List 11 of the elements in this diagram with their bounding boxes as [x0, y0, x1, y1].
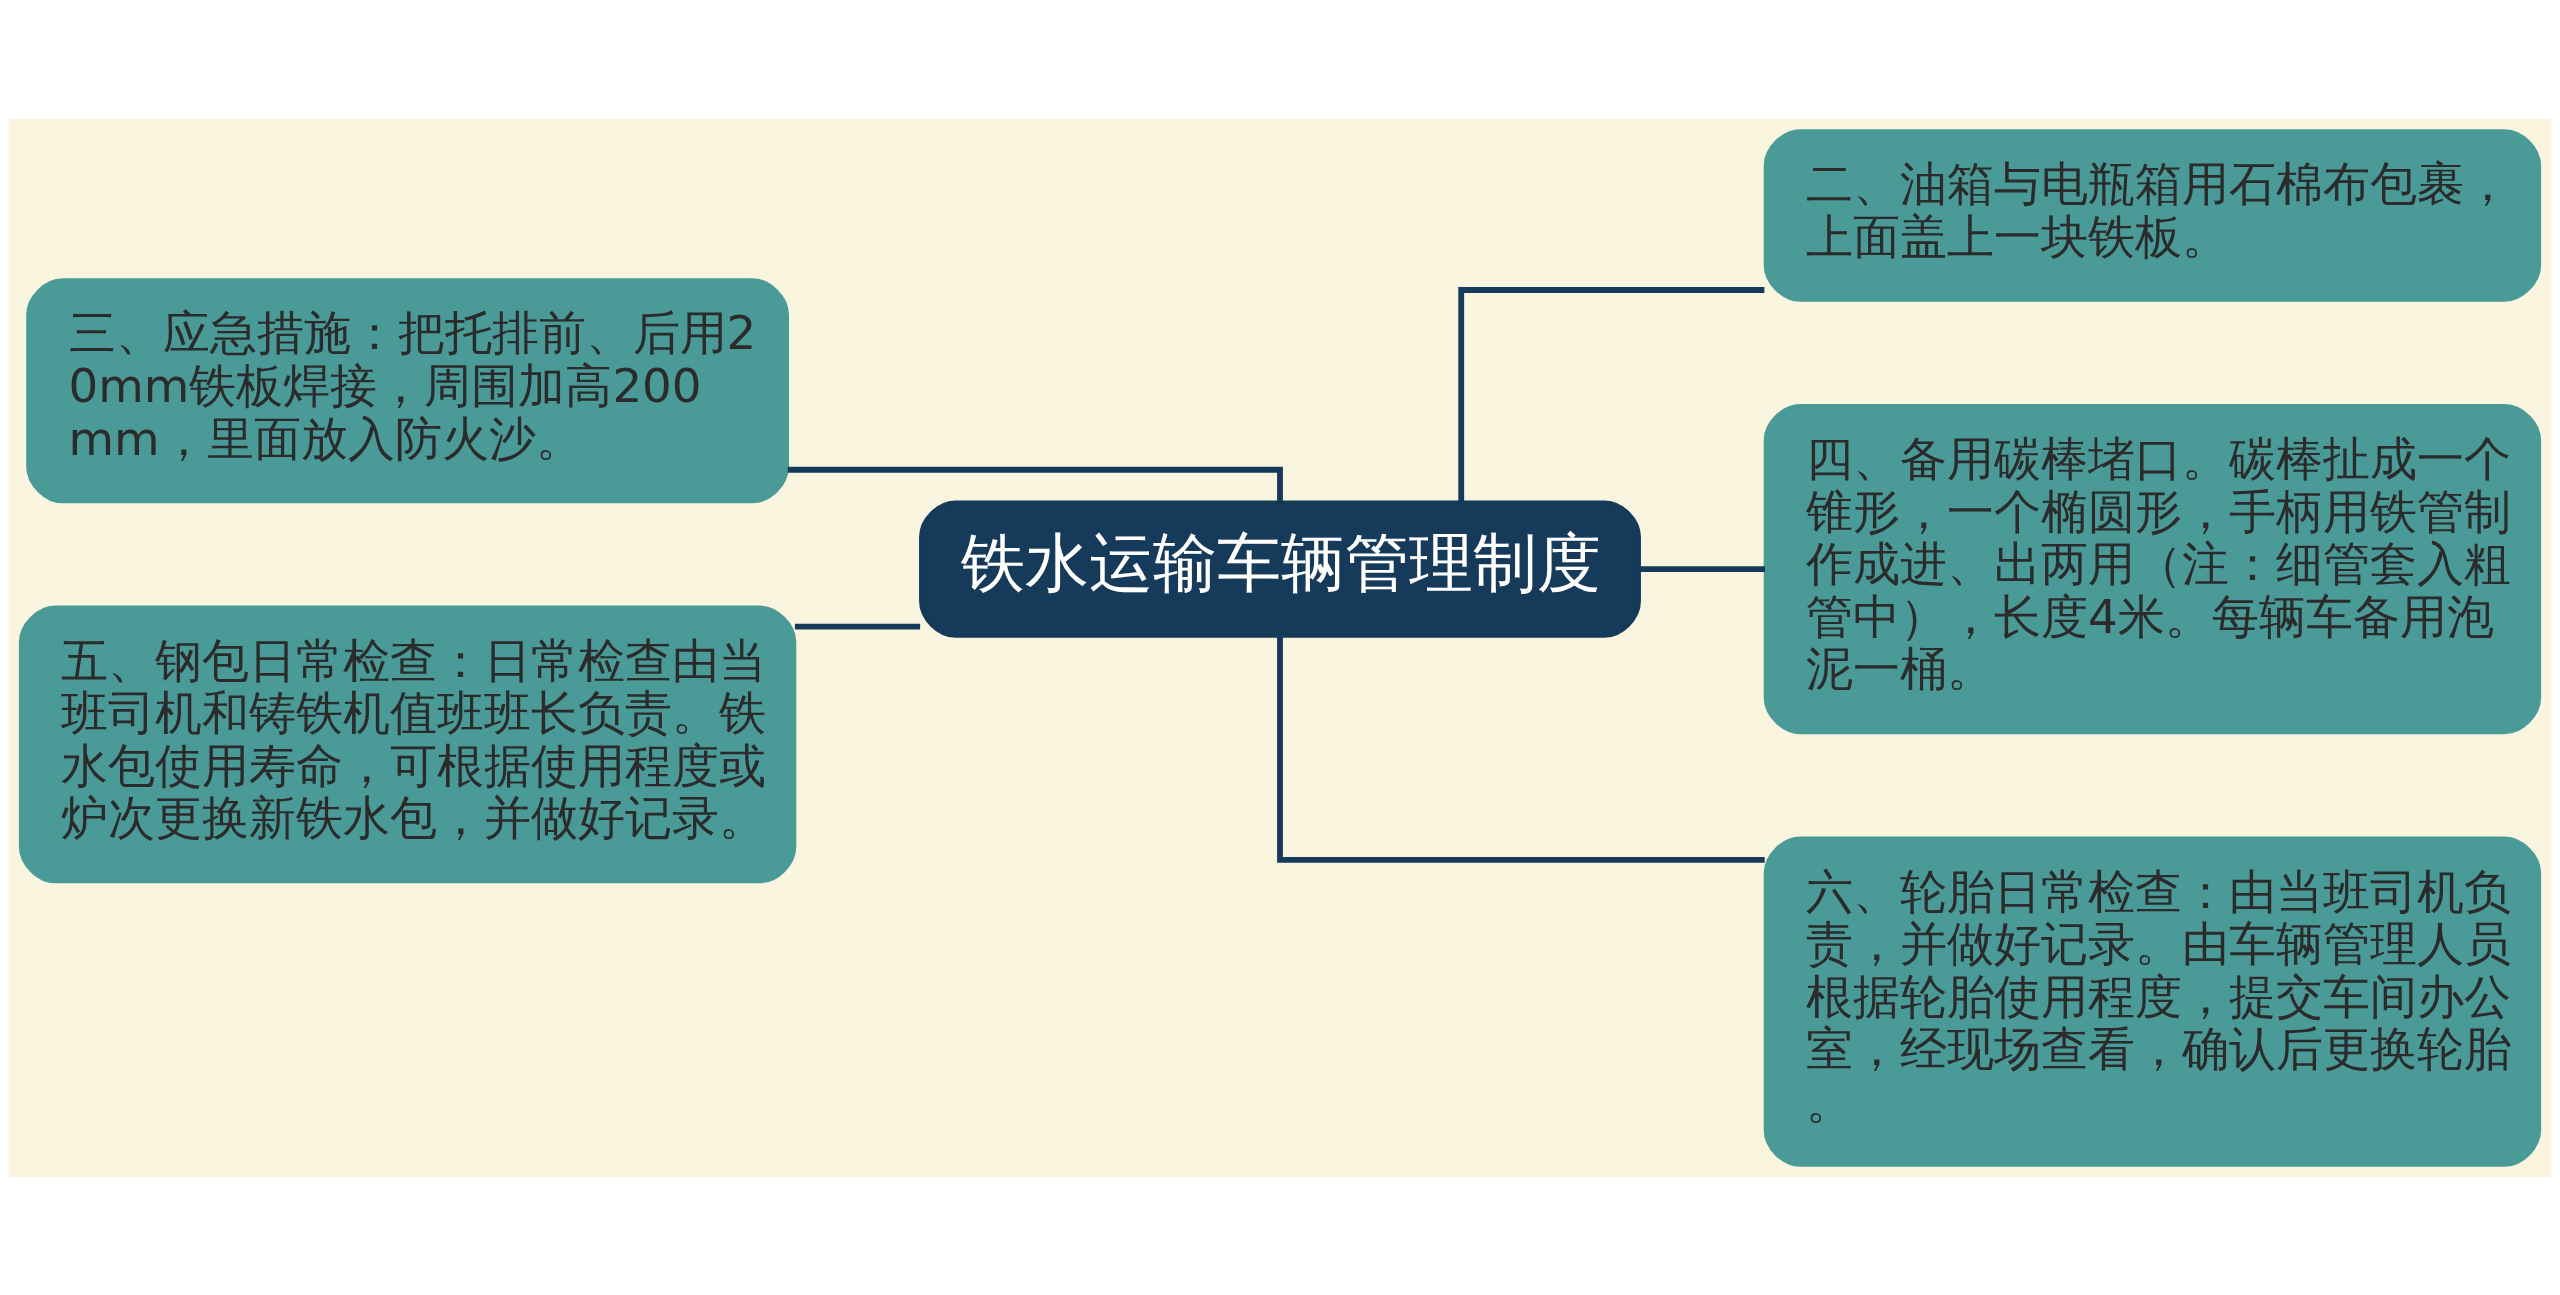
node-box: 三、应急措施：把托排前、后用20mm铁板焊接，周围加高200mm，里面放入防火沙。 [26, 277, 789, 503]
connector [794, 623, 921, 629]
node-box: 二、油箱与电瓶箱用石棉布包裹，上面盖上一块铁板。 [1763, 128, 2542, 302]
node-box: 五、钢包日常检查：日常检查由当班司机和铸铁机值班班长负责。铁水包使用寿命，可根据使用程度或炉次更换新铁水包，并做好记录。 [18, 605, 797, 883]
node-box: 铁水运输车辆管理制度 [919, 499, 1641, 638]
node-box: 六、轮胎日常检查：由当班司机负责，并做好记录。由车辆管理人员根据轮胎使用程度，提交车间办公室，经现场查看，确认后更换轮胎。 [1763, 836, 2542, 1167]
node-box: 四、备用碳棒堵口。碳棒扯成一个锥形，一个椭圆形，手柄用铁管制作成进、出两用（注：细管套入粗管中），长度4米。每辆车备用泡泥一桶。 [1763, 403, 2542, 734]
connector [1458, 286, 1765, 501]
connector [1277, 636, 1765, 863]
connector [1639, 565, 1766, 572]
connector [787, 466, 1283, 501]
